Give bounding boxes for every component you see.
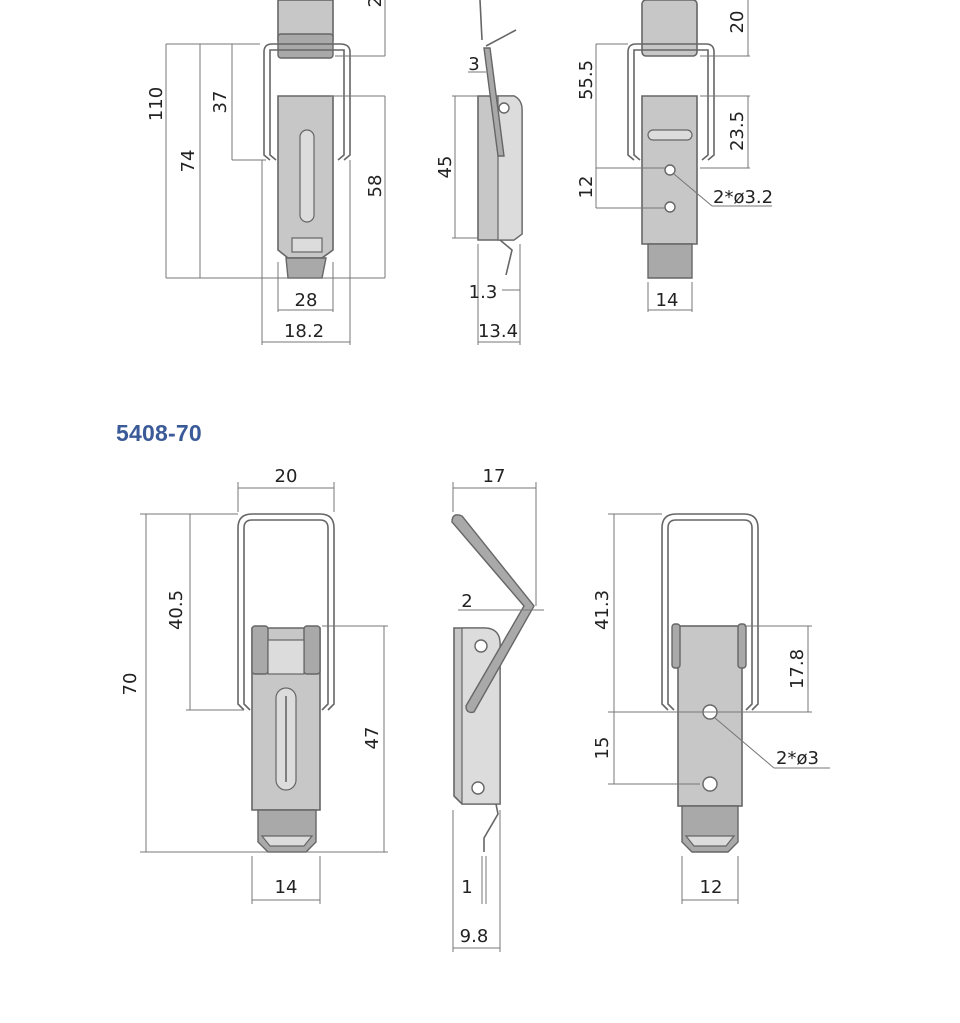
top-front-wire-loop	[263, 43, 351, 161]
top-front-hinge	[277, 33, 334, 59]
top-back-dim-55-5: 55.5	[576, 60, 597, 100]
top-front-logo	[291, 237, 323, 253]
top-back-dim-14: 14	[656, 290, 679, 311]
top-front-dim-37: 37	[210, 91, 231, 114]
bottom-front-hinge-left	[251, 625, 269, 675]
top-back-hole-2	[664, 201, 676, 213]
top-front-dim-20-cropped: 20	[365, 0, 386, 7]
top-back-view: 20 55.5 23.5 12 2*ø3.2 14	[576, 0, 773, 312]
bottom-front-hinge-right	[303, 625, 321, 675]
bottom-back-hole-2	[702, 776, 718, 792]
bottom-back-dim-15: 15	[592, 737, 613, 760]
bottom-front-dim-70: 70	[120, 673, 141, 696]
bottom-front-dim-47: 47	[362, 727, 383, 750]
top-back-wire-loop	[627, 43, 715, 161]
bottom-front-dim-20: 20	[275, 466, 298, 487]
bottom-side-view: 17 2 1 9.8	[451, 466, 544, 952]
bottom-back-wire-loop	[661, 513, 759, 711]
bottom-front-view: 20 70 40.5 47 14	[120, 466, 388, 904]
bottom-back-view: 41.3 17.8 15 2*ø3 12	[592, 513, 830, 904]
top-side-dim-3: 3	[468, 54, 479, 75]
top-front-dim-110: 110	[146, 87, 167, 121]
bottom-side-dim-17: 17	[483, 466, 506, 487]
top-back-hole-1	[664, 164, 676, 176]
top-back-dim-12: 12	[576, 176, 597, 199]
top-side-lever	[483, 47, 505, 157]
bottom-side-hole-1	[474, 639, 488, 653]
top-front-dim-58: 58	[365, 175, 386, 198]
bottom-side-dim-1: 1	[461, 877, 472, 898]
bottom-side-hole-2	[471, 781, 485, 795]
bottom-back-dim-12: 12	[700, 877, 723, 898]
top-side-dim-1-3: 1.3	[469, 282, 498, 303]
top-front-dim-18-2: 18.2	[284, 321, 324, 342]
top-side-dim-13-4: 13.4	[478, 321, 518, 342]
top-back-dim-20: 20	[727, 11, 748, 34]
bottom-back-dim-17-8: 17.8	[787, 649, 808, 689]
bottom-side-dim-2: 2	[461, 591, 472, 612]
top-back-tip	[647, 243, 693, 279]
top-front-tip	[285, 257, 327, 279]
bottom-back-dim-2x-dia-3: 2*ø3	[776, 748, 819, 769]
top-front-dim-28: 28	[295, 290, 318, 311]
top-back-dim-2x-dia-3-2: 2*ø3.2	[713, 187, 773, 208]
top-back-slot	[647, 129, 693, 141]
top-back-strap	[641, 0, 698, 57]
bottom-front-dim-40-5: 40.5	[166, 590, 187, 630]
top-front-slot	[299, 129, 315, 223]
bottom-front-wire-loop	[237, 513, 335, 711]
part-number-title: 5408-70	[116, 420, 202, 446]
bottom-side-dim-9-8: 9.8	[460, 926, 489, 947]
top-side-view: 3 45 1.3 13.4	[435, 0, 523, 345]
top-back-dim-23-5: 23.5	[727, 111, 748, 151]
bottom-front-dim-14: 14	[275, 877, 298, 898]
bottom-back-dim-41-3: 41.3	[592, 590, 613, 630]
top-front-dim-74: 74	[178, 150, 199, 173]
top-side-dim-45: 45	[435, 156, 456, 179]
bottom-side-lever	[451, 514, 535, 714]
top-front-view: 110 74 37 58 28 18.2 20	[146, 0, 386, 345]
